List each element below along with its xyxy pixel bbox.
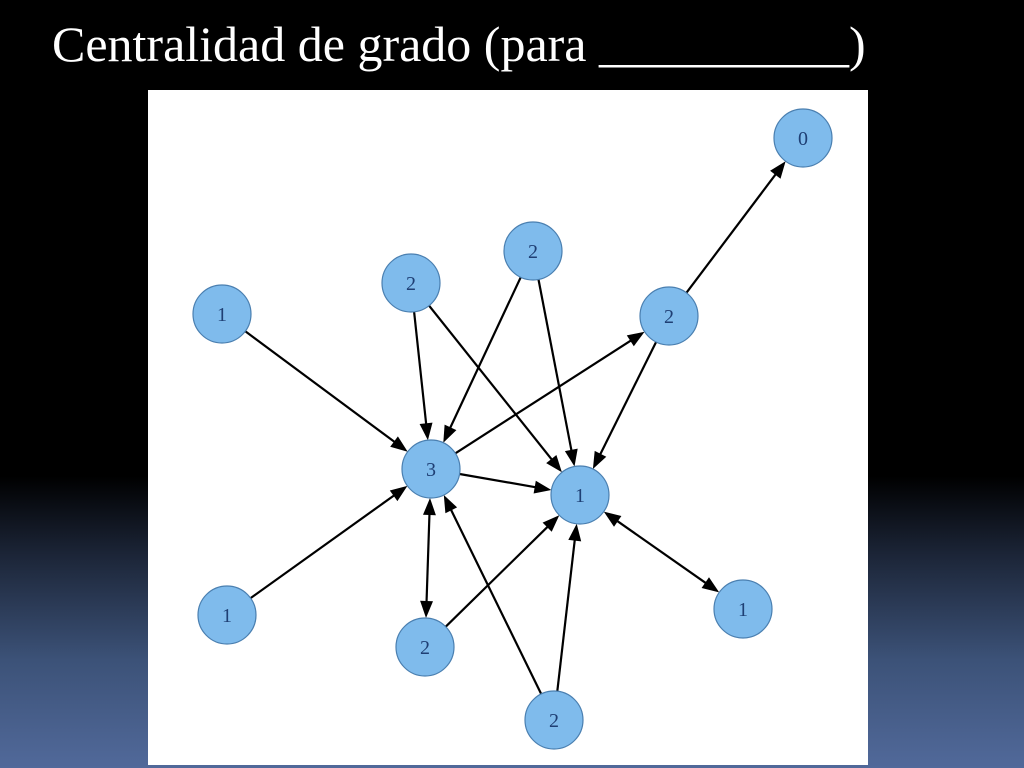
edge-line (444, 525, 550, 628)
edge-n-lower-center-to-n-center (444, 515, 560, 628)
graph-node-bottom-left: 1 (197, 585, 257, 645)
arrowhead (423, 498, 436, 516)
arrowhead (603, 511, 622, 527)
edge-n-upper-left-center-to-n-center (428, 305, 562, 473)
arrowhead (592, 450, 607, 469)
edge-n-upper-left-center-to-n-hub (413, 311, 433, 441)
edge-line (556, 538, 576, 692)
node-circle (713, 579, 773, 639)
node-degree-label: 2 (528, 241, 538, 263)
graph-node-left: 1 (192, 284, 252, 344)
graph-node-hub: 3 (401, 439, 461, 499)
arrowhead (390, 436, 408, 452)
edge-n-hub-to-n-lower-center (420, 498, 436, 618)
edge-line (244, 330, 397, 444)
arrowhead (626, 331, 645, 347)
node-circle (524, 690, 584, 750)
slide-title: Centralidad de grado (para __________) (52, 16, 866, 72)
graph-node-upper-left-center: 2 (381, 253, 441, 313)
edge-n-right-to-n-top-right (685, 161, 786, 294)
edge-line (454, 338, 633, 455)
node-circle (550, 465, 610, 525)
edge-line (249, 493, 396, 599)
arrowhead (546, 455, 562, 473)
node-circle (197, 585, 257, 645)
edge-line (615, 519, 708, 585)
arrowhead (419, 422, 433, 441)
edge-line (598, 341, 658, 457)
node-degree-label: 1 (738, 599, 748, 621)
node-circle (401, 439, 461, 499)
arrowhead (568, 523, 582, 542)
node-degree-label: 2 (549, 710, 559, 732)
arrowhead (564, 448, 578, 467)
graph-node-upper-center: 2 (503, 221, 563, 281)
node-circle (773, 108, 833, 168)
graph-node-lower-center: 2 (395, 617, 455, 677)
graph-node-right: 2 (639, 286, 699, 346)
node-degree-label: 1 (575, 485, 585, 507)
node-layer: 0 2 2 1 2 3 1 1 2 1 2 (192, 108, 833, 750)
graph-canvas: 0 2 2 1 2 3 1 1 2 1 2 (192, 108, 833, 750)
node-degree-label: 0 (798, 128, 808, 150)
arrowhead (542, 515, 560, 532)
graph-node-bottom: 2 (524, 690, 584, 750)
edge-n-center-to-n-bottom-right (603, 511, 720, 593)
arrowhead (533, 480, 552, 494)
graph-node-top-right: 0 (773, 108, 833, 168)
node-degree-label: 2 (664, 306, 674, 328)
arrowhead (389, 485, 408, 502)
edge-n-bottom-to-n-hub (443, 495, 543, 695)
edge-n-bottom-left-to-n-hub (249, 485, 408, 599)
edge-n-upper-center-to-n-center (537, 279, 578, 467)
node-degree-label: 3 (426, 459, 436, 481)
arrowhead (420, 600, 433, 618)
node-circle (503, 221, 563, 281)
edge-line (459, 472, 537, 489)
edge-n-hub-to-n-center (459, 472, 552, 494)
edge-line (448, 276, 522, 430)
network-diagram: 0 2 2 1 2 3 1 1 2 1 2 (148, 90, 868, 765)
graph-node-center: 1 (550, 465, 610, 525)
edge-line (685, 172, 778, 294)
edge-line (413, 311, 428, 426)
edge-line (537, 279, 573, 453)
arrowhead (443, 495, 458, 514)
node-circle (639, 286, 699, 346)
node-degree-label: 2 (420, 637, 430, 659)
arrowhead (443, 424, 457, 443)
node-degree-label: 1 (217, 304, 227, 326)
edge-n-hub-to-n-right (454, 331, 645, 455)
edge-line (428, 305, 554, 462)
node-degree-label: 2 (406, 273, 416, 295)
edge-layer (244, 161, 786, 695)
edge-n-bottom-to-n-center (556, 523, 582, 692)
node-circle (192, 284, 252, 344)
arrowhead (770, 161, 786, 179)
arrowhead (701, 577, 720, 593)
edge-n-left-to-n-hub (244, 330, 408, 452)
edge-n-right-to-n-center (592, 341, 658, 469)
edge-line (425, 512, 431, 604)
graph-node-bottom-right: 1 (713, 579, 773, 639)
node-circle (381, 253, 441, 313)
edge-line (449, 508, 543, 695)
node-circle (395, 617, 455, 677)
node-degree-label: 1 (222, 605, 232, 627)
edge-n-upper-center-to-n-hub (443, 276, 522, 443)
